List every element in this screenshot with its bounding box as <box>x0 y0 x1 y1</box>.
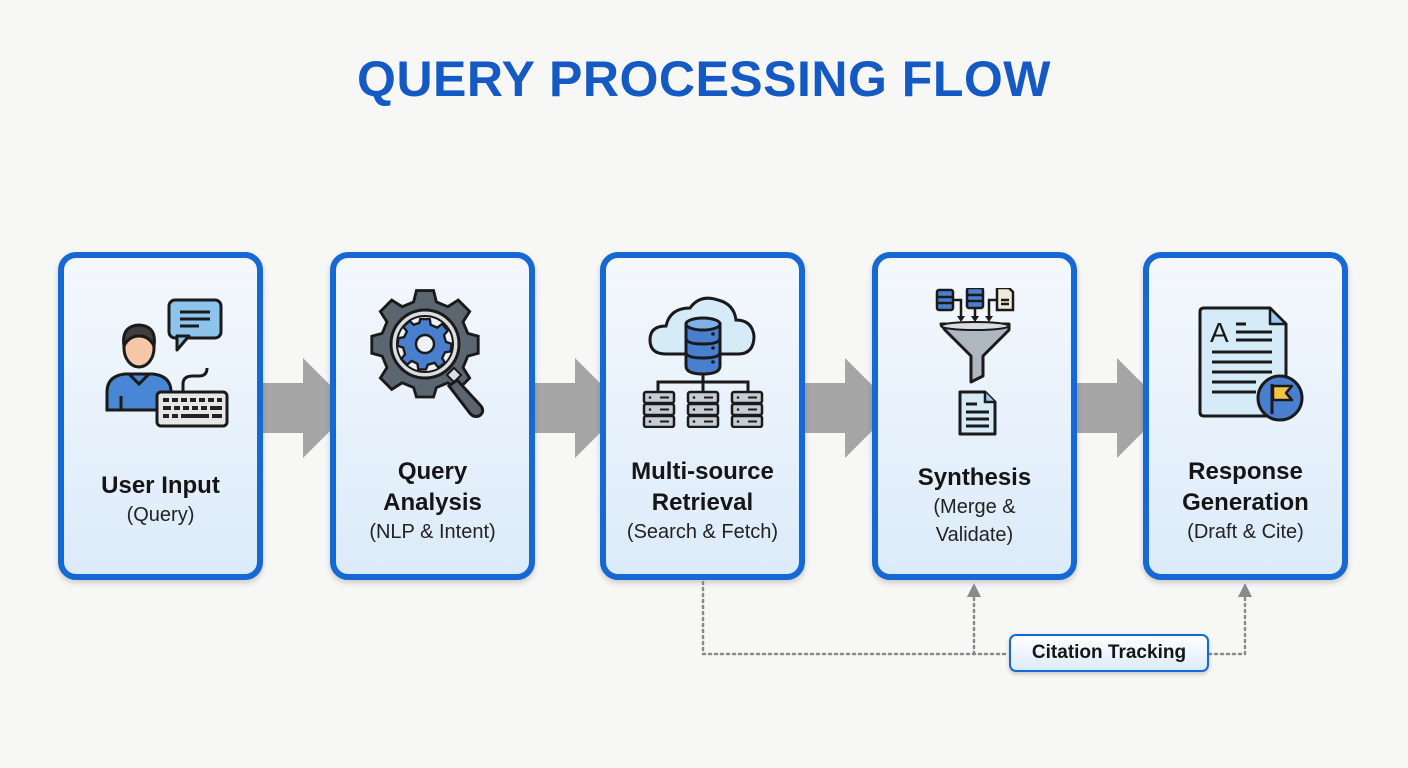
step-subtitle: (NLP & Intent) <box>369 521 496 543</box>
step-card-multi-source-retrieval[interactable]: Multi-source Retrieval (Search & Fetch) <box>600 252 805 580</box>
flow-arrow-2 <box>530 358 625 458</box>
funnel-merge-document-icon <box>878 288 1071 436</box>
document-flag-icon: A <box>1149 288 1342 428</box>
step-subtitle: (Search & Fetch) <box>626 521 779 543</box>
step-subtitle: (Merge & Validate) <box>933 496 1016 546</box>
citation-line-to-response <box>1207 592 1247 656</box>
step-name: Synthesis <box>917 464 1032 491</box>
step-subtitle: (Draft & Cite) <box>1187 521 1304 543</box>
step-labels: Query Analysis (NLP & Intent) <box>336 456 529 546</box>
step-name: Query Analysis <box>383 458 482 516</box>
step-card-synthesis[interactable]: Synthesis (Merge & Validate) <box>872 252 1077 580</box>
step-card-query-analysis[interactable]: Query Analysis (NLP & Intent) <box>330 252 535 580</box>
flow-arrow-4 <box>1072 358 1167 458</box>
cloud-database-servers-icon <box>606 288 799 428</box>
citation-arrowhead-response <box>1238 583 1252 597</box>
step-labels: Synthesis (Merge & Validate) <box>878 462 1071 549</box>
step-name: Multi-source Retrieval <box>631 458 774 516</box>
step-name: User Input <box>101 472 220 499</box>
citation-arrowhead-synthesis <box>967 583 981 597</box>
diagram-title: QUERY PROCESSING FLOW <box>357 51 1051 107</box>
user-keyboard-chat-icon <box>64 288 257 428</box>
gear-magnifier-icon <box>336 288 529 428</box>
step-name: Response Generation <box>1182 458 1309 516</box>
citation-tracking-box[interactable]: Citation Tracking <box>1009 634 1209 672</box>
citation-line-from-retrieval <box>701 580 1011 656</box>
svg-text:A: A <box>1210 317 1229 348</box>
step-labels: Response Generation (Draft & Cite) <box>1149 456 1342 546</box>
flow-arrow-1 <box>258 358 353 458</box>
flow-arrow-3 <box>800 358 895 458</box>
step-labels: Multi-source Retrieval (Search & Fetch) <box>606 456 799 546</box>
step-card-user-input[interactable]: User Input (Query) <box>58 252 263 580</box>
step-subtitle: (Query) <box>126 504 195 526</box>
step-card-response-generation[interactable]: A Response Generation (Draft & Cite) <box>1143 252 1348 580</box>
step-labels: User Input (Query) <box>64 470 257 529</box>
